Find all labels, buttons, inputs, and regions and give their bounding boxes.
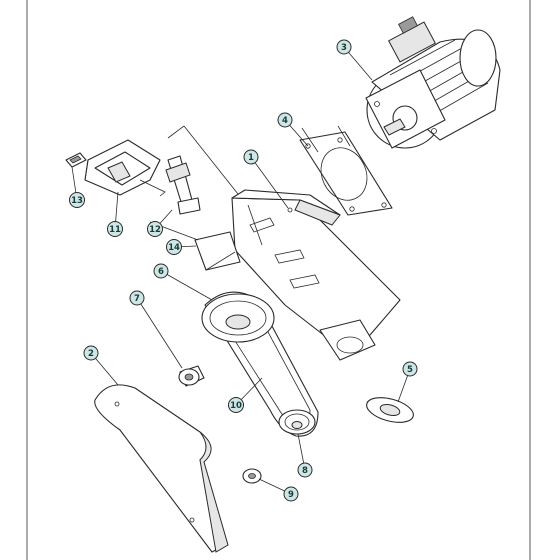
callout-10-label: 10 xyxy=(230,401,242,411)
callout-10-circle xyxy=(228,397,244,413)
callout-7-circle xyxy=(129,290,145,306)
callout-1: 1 xyxy=(243,149,259,165)
callout-6: 6 xyxy=(153,263,169,279)
callout-1-circle xyxy=(243,149,259,165)
callout-13-circle xyxy=(69,192,85,208)
callout-9-circle xyxy=(283,486,299,502)
small-pulley-part xyxy=(278,409,316,435)
callout-11: 11 xyxy=(107,221,123,237)
callout-3: 3 xyxy=(336,39,352,55)
callout-5-label: 5 xyxy=(407,365,413,375)
callout-2: 2 xyxy=(83,345,99,361)
callout-8-label: 8 xyxy=(302,466,308,476)
flange-part xyxy=(366,397,414,423)
guard-bracket-part xyxy=(84,139,166,197)
callout-12-label: 12 xyxy=(149,225,161,235)
callout-2-label: 2 xyxy=(88,349,94,359)
callout-5-circle xyxy=(402,361,418,377)
callout-9-label: 9 xyxy=(288,490,294,500)
callout-8: 8 xyxy=(297,462,313,478)
callout-14-circle xyxy=(166,239,182,255)
callout-11-circle xyxy=(107,221,123,237)
callout-5: 5 xyxy=(402,361,418,377)
belt-guard-cover-part xyxy=(94,384,229,553)
callout-6-label: 6 xyxy=(158,267,164,277)
small-bushing-part xyxy=(242,468,262,484)
motor-part xyxy=(365,16,501,149)
callout-11-label: 11 xyxy=(109,225,121,235)
bushing-part xyxy=(178,365,205,387)
callout-10: 10 xyxy=(228,397,244,413)
callout-9: 9 xyxy=(283,486,299,502)
callout-13: 13 xyxy=(69,192,85,208)
callout-14-label: 14 xyxy=(168,243,180,253)
callout-3-label: 3 xyxy=(341,43,347,53)
callout-4-circle xyxy=(277,112,293,128)
clip-part xyxy=(65,152,87,168)
callout-4: 4 xyxy=(277,112,293,128)
callout-13-label: 13 xyxy=(71,196,83,206)
callout-12-circle xyxy=(147,221,163,237)
small-plate-part xyxy=(194,231,241,271)
callout-14: 14 xyxy=(166,239,182,255)
callout-3-circle xyxy=(336,39,352,55)
callout-7-label: 7 xyxy=(134,294,140,304)
callout-6-circle xyxy=(153,263,169,279)
mounting-bracket-part xyxy=(231,189,401,361)
large-pulley-part xyxy=(201,293,275,343)
gasket-plate-part xyxy=(299,125,393,216)
callout-1-label: 1 xyxy=(248,153,254,163)
callout-4-label: 4 xyxy=(282,116,288,126)
callout-12: 12 xyxy=(147,221,163,237)
callout-7: 7 xyxy=(129,290,145,306)
callout-2-circle xyxy=(83,345,99,361)
latch-part xyxy=(165,155,201,215)
callout-8-circle xyxy=(297,462,313,478)
